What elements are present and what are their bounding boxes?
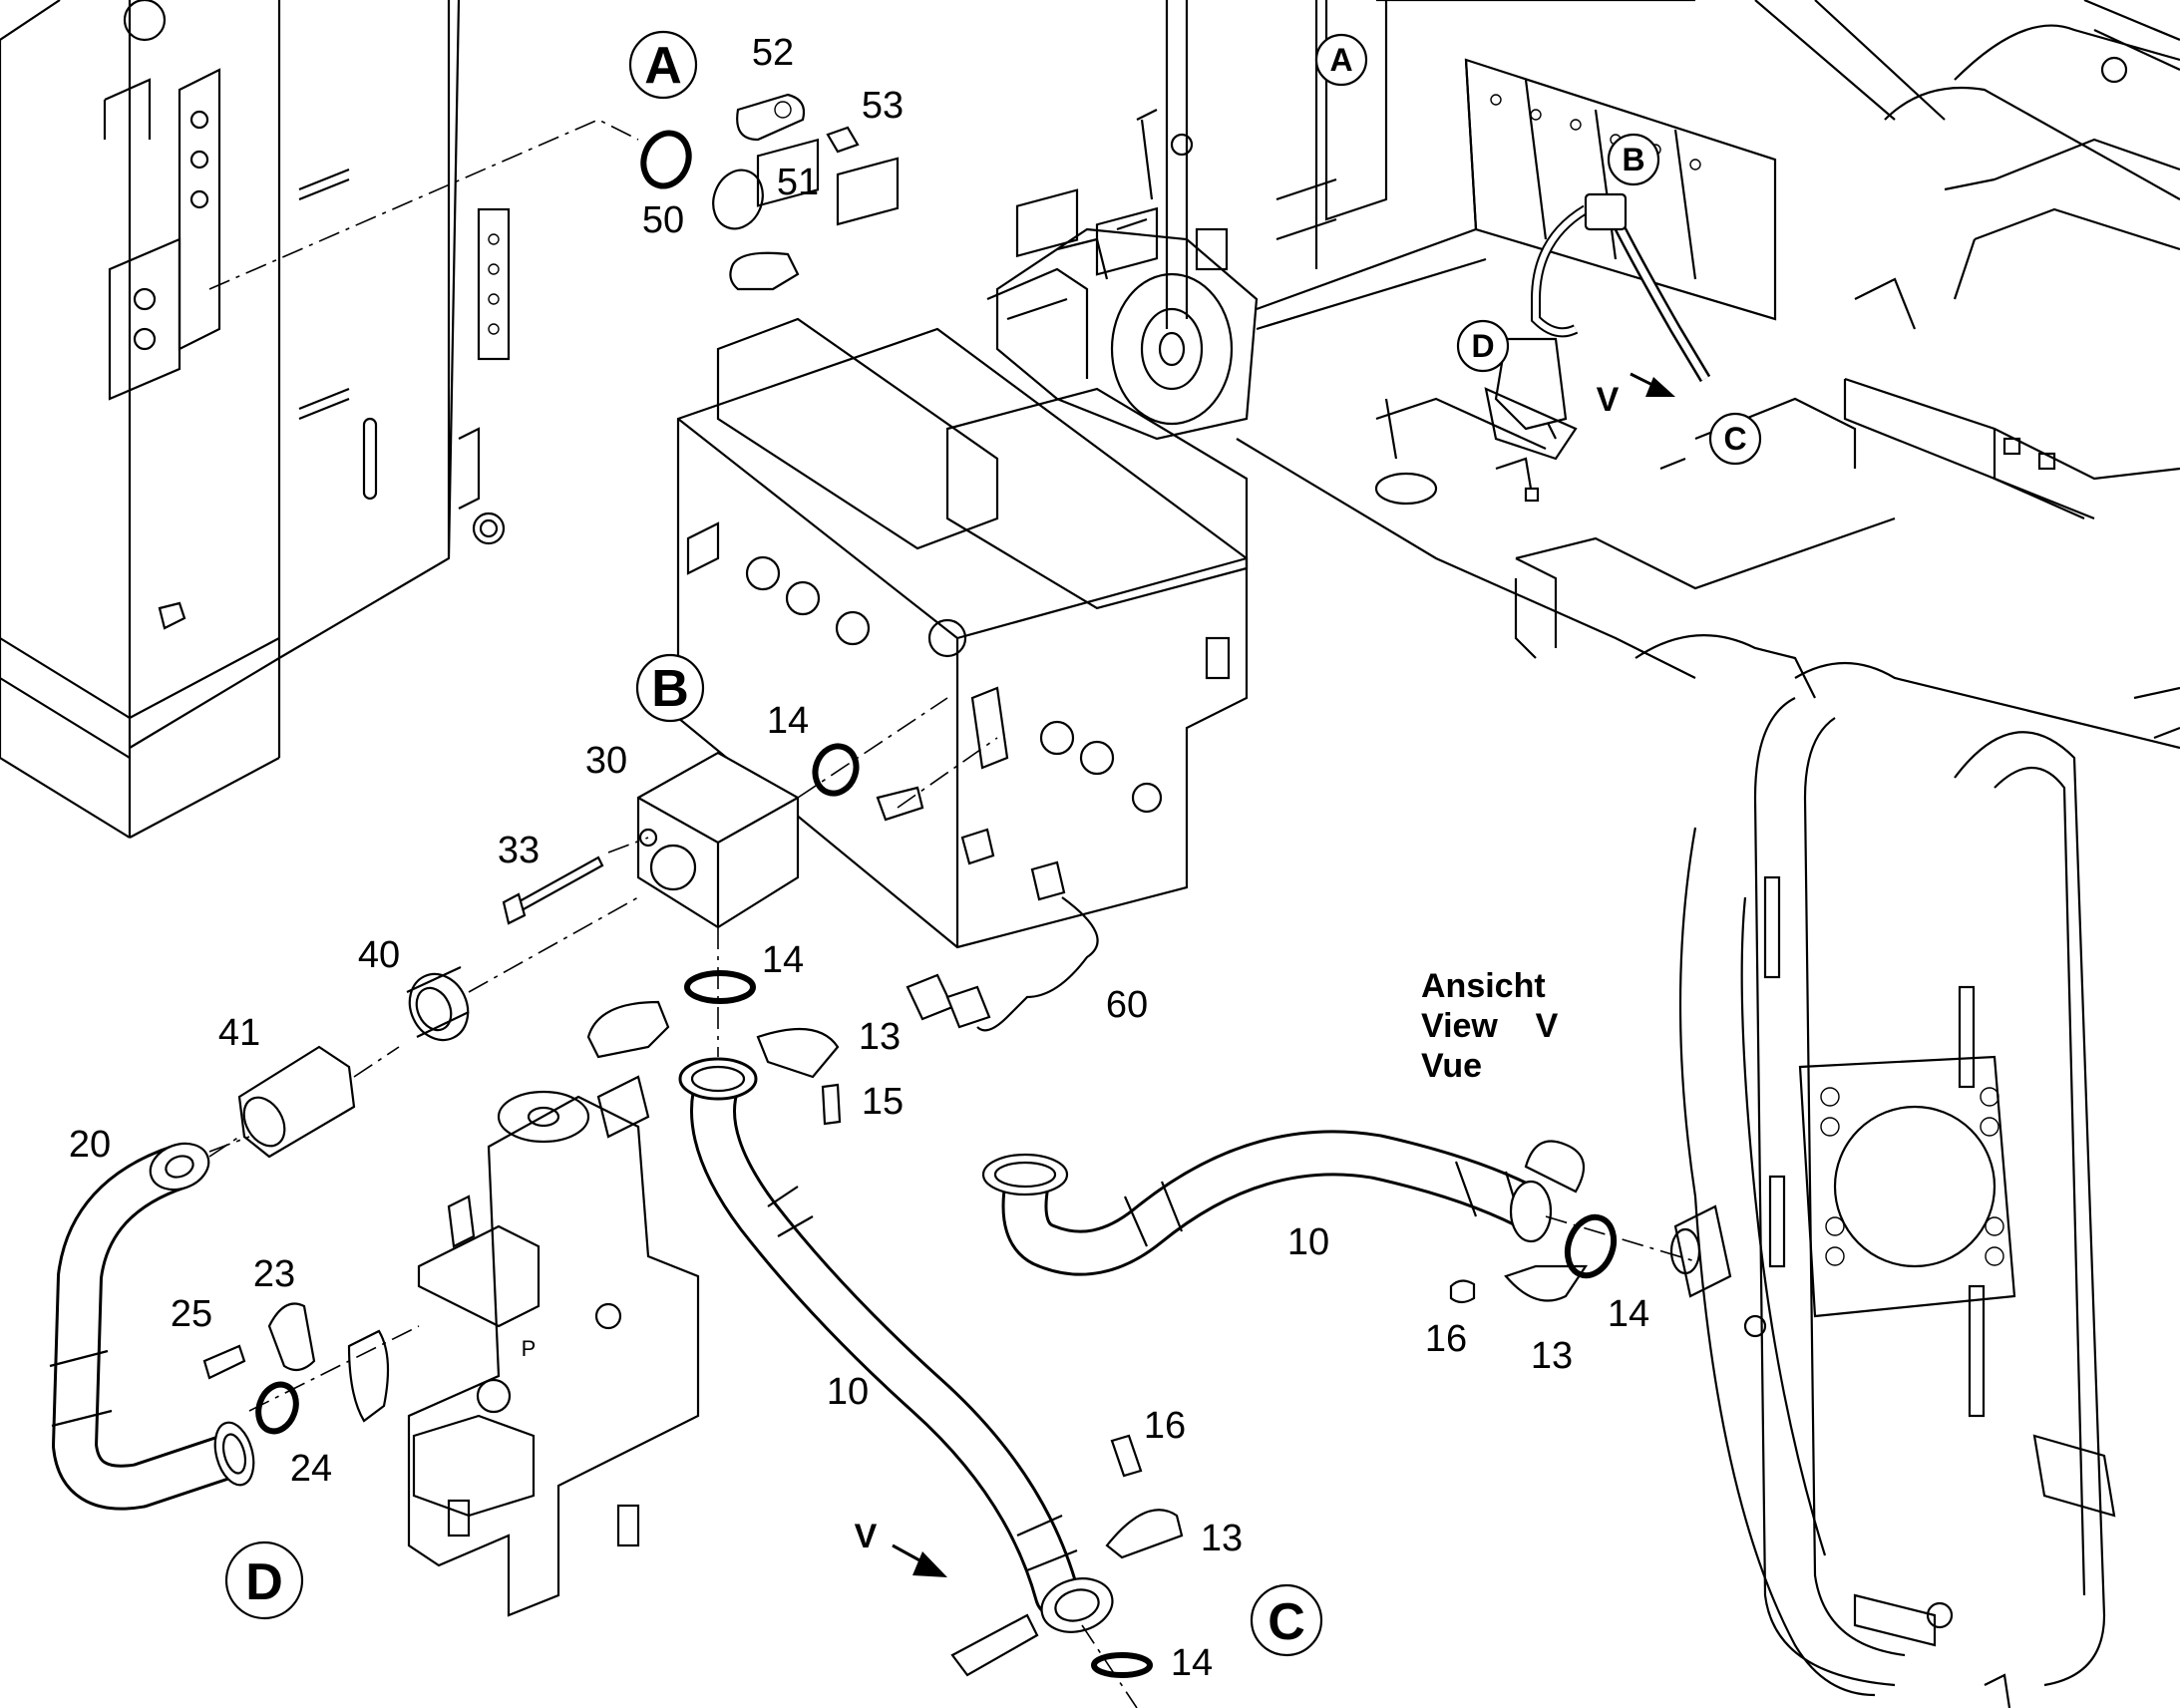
label-10-c: 10 bbox=[827, 1371, 869, 1413]
view-label-line2: View V bbox=[1421, 1007, 1559, 1045]
hose-20-D bbox=[49, 1142, 255, 1511]
axis-40 bbox=[468, 896, 639, 993]
label-25: 25 bbox=[171, 1293, 212, 1335]
callout-circle-D bbox=[224, 1540, 304, 1620]
overview-arrow-v-label: V bbox=[1597, 381, 1620, 419]
part-41-nut bbox=[237, 1045, 356, 1159]
label-30: 30 bbox=[585, 740, 627, 782]
callout-circle-C bbox=[1250, 1583, 1323, 1657]
callout-C-overview: C bbox=[1723, 421, 1746, 457]
label-51: 51 bbox=[777, 162, 819, 203]
label-53: 53 bbox=[862, 85, 904, 127]
callout-D-detail: D bbox=[245, 1553, 283, 1611]
label-13-b: 13 bbox=[859, 1016, 901, 1058]
part-16-screw-v bbox=[1449, 1279, 1476, 1304]
label-33: 33 bbox=[498, 830, 540, 871]
part-14-oring-v bbox=[1564, 1213, 1618, 1279]
view-label-line1: Ansicht bbox=[1421, 967, 1546, 1005]
axis-d bbox=[248, 1325, 420, 1412]
part-13-clamp-c-lower bbox=[950, 1613, 1039, 1677]
right-tank bbox=[1669, 662, 2180, 1708]
axis-20 bbox=[208, 1136, 250, 1153]
hose-10-V bbox=[981, 1130, 1553, 1276]
part-40-fitting bbox=[406, 966, 470, 1042]
part-33-bolt bbox=[502, 855, 604, 925]
label-24: 24 bbox=[290, 1448, 332, 1490]
label-14-c: 14 bbox=[1171, 1642, 1213, 1684]
label-14-b1: 14 bbox=[767, 700, 809, 742]
overview-callout-circle-A bbox=[1314, 33, 1368, 87]
part-14-oring-b1 bbox=[812, 743, 860, 797]
axis-b1 bbox=[797, 697, 948, 799]
view-arrow-v bbox=[892, 1543, 947, 1577]
valve-assembly-D bbox=[407, 1075, 700, 1617]
part-14-oring-b2 bbox=[684, 970, 756, 1004]
part-23-clamp bbox=[267, 1302, 316, 1372]
label-15: 15 bbox=[862, 1081, 904, 1123]
view-label-line3: Vue bbox=[1421, 1047, 1482, 1085]
overview-gearbox bbox=[986, 177, 1337, 441]
part-13-clamp-b-left bbox=[586, 1000, 670, 1059]
label-13-v: 13 bbox=[1531, 1335, 1573, 1377]
part-16-screw-c bbox=[1110, 1434, 1143, 1478]
label-23: 23 bbox=[253, 1253, 295, 1295]
part-60-sensor bbox=[876, 737, 1099, 1032]
part-14-oring-c bbox=[1091, 1652, 1153, 1678]
part-13-clamp-v-top bbox=[1524, 1140, 1586, 1194]
left-tank bbox=[0, 0, 511, 839]
callout-A-detail: A bbox=[644, 37, 682, 95]
label-10-v: 10 bbox=[1287, 1221, 1329, 1263]
callout-D-overview: D bbox=[1471, 328, 1494, 364]
overview-machine bbox=[1136, 0, 2180, 699]
overview-callout-circle-C bbox=[1708, 412, 1762, 466]
callout-C-detail: C bbox=[1268, 1593, 1305, 1651]
overview-callout-circle-D bbox=[1456, 319, 1510, 373]
label-52: 52 bbox=[752, 32, 794, 74]
hose-10-C bbox=[678, 1057, 1114, 1633]
overview-hoses bbox=[1484, 192, 1711, 461]
part-15-screw bbox=[821, 1083, 842, 1126]
part-13-clamp-c bbox=[1105, 1509, 1184, 1559]
callout-B-detail: B bbox=[651, 660, 689, 718]
axis-c bbox=[1081, 1624, 1138, 1708]
callout-B-overview: B bbox=[1622, 142, 1644, 177]
label-14-v: 14 bbox=[1608, 1293, 1649, 1335]
axis-33 bbox=[607, 837, 649, 854]
label-13-c: 13 bbox=[1201, 1518, 1243, 1559]
label-20: 20 bbox=[69, 1124, 111, 1166]
label-14-b2: 14 bbox=[762, 939, 804, 981]
label-50: 50 bbox=[642, 199, 684, 241]
valve-port-P: P bbox=[522, 1336, 537, 1361]
callout-circle-B bbox=[635, 653, 705, 723]
label-16-v: 16 bbox=[1425, 1318, 1467, 1360]
overview-arrow-v bbox=[1630, 372, 1675, 397]
label-41: 41 bbox=[218, 1012, 260, 1054]
detail-A: A bbox=[628, 30, 860, 291]
part-25-screw bbox=[202, 1344, 246, 1380]
leader-A bbox=[208, 119, 639, 290]
part-24-oring bbox=[255, 1381, 299, 1435]
label-16-c: 16 bbox=[1144, 1405, 1186, 1447]
callout-A-overview: A bbox=[1329, 42, 1352, 78]
part-13-clamp-b-right bbox=[756, 1027, 840, 1079]
view-arrow-v-label: V bbox=[855, 1518, 878, 1555]
label-60: 60 bbox=[1106, 984, 1148, 1026]
part-23-clamp-b bbox=[347, 1329, 390, 1423]
part-30-block bbox=[636, 751, 800, 929]
label-40: 40 bbox=[358, 934, 400, 976]
overview-callout-circle-B bbox=[1607, 133, 1660, 186]
